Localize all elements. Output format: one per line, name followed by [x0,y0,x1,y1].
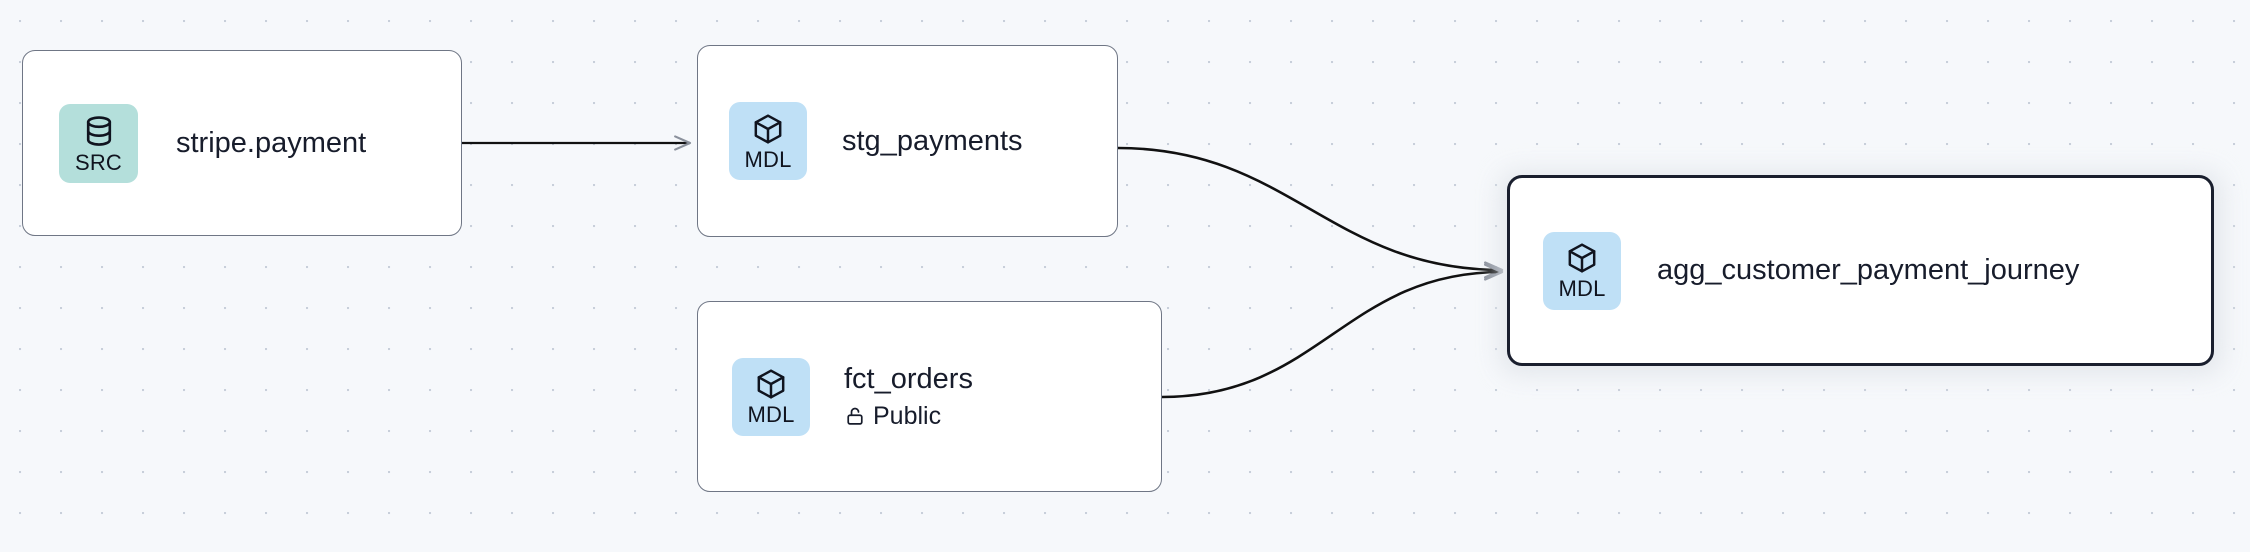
node-title: agg_customer_payment_journey [1657,254,2080,287]
model-type-badge-label: MDL [747,402,795,427]
database-icon [81,113,117,149]
node-title: stripe.payment [176,126,367,159]
cube-icon [1565,241,1599,275]
node-label-group: stripe.payment [176,126,366,160]
edge-fct-orders-to-agg-journey [1161,272,1502,399]
edge-stg-payments-to-agg-journey [1117,146,1502,270]
cube-icon [754,367,788,401]
node-visibility: Public [844,401,973,431]
model-type-badge-label: MDL [1558,276,1606,301]
node-label-group: fct_orders Public [844,362,973,430]
source-type-badge: SRC [59,103,138,183]
source-type-badge-label: SRC [74,149,123,175]
node-stg-payments[interactable]: MDL stg_payments [697,45,1118,237]
node-title: fct_orders [844,363,973,396]
cube-icon [751,112,785,146]
node-visibility-label: Public [873,401,942,430]
node-title: stg_payments [842,124,1023,157]
node-label-group: agg_customer_payment_journey [1657,253,2079,287]
model-type-badge-label: MDL [744,146,792,172]
model-type-badge: MDL [1543,231,1621,310]
node-label-group: stg_payments [842,124,1023,158]
node-fct-orders[interactable]: MDL fct_orders Public [697,301,1162,492]
node-stripe-payment[interactable]: SRC stripe.payment [22,50,462,236]
node-agg-customer-payment-journey[interactable]: MDL agg_customer_payment_journey [1507,175,2214,366]
unlock-icon [844,405,866,427]
model-type-badge: MDL [729,102,807,180]
model-type-badge: MDL [732,357,810,436]
